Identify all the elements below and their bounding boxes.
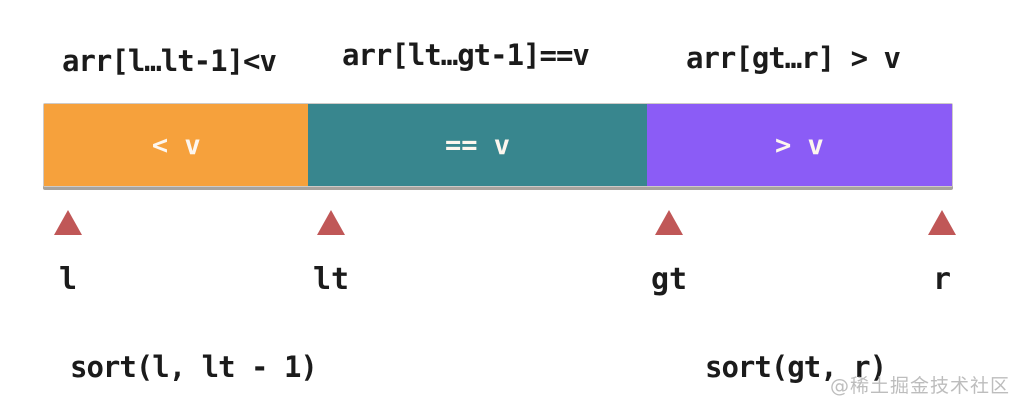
pointer-triangle-lt-icon: [317, 210, 345, 235]
sort-call-right: sort(gt, r): [705, 350, 887, 384]
pointer-label-l: l: [58, 262, 78, 297]
segment-less-than: < v: [44, 104, 309, 186]
pointer-triangle-l-icon: [54, 210, 82, 235]
sort-call-left: sort(l, lt - 1): [70, 350, 318, 384]
pointer-triangle-r-icon: [928, 210, 956, 235]
range-formula-greater-than: arr[gt…r] > v: [686, 41, 901, 75]
array-bar: < v == v > v: [43, 103, 953, 187]
pointer-triangle-gt-icon: [655, 210, 683, 235]
segment-equal: == v: [308, 104, 647, 186]
range-formula-less-than: arr[l…lt-1]<v: [62, 44, 277, 78]
range-formula-equal: arr[lt…gt-1]==v: [342, 38, 590, 72]
pointer-label-gt: gt: [650, 262, 688, 297]
segment-greater-than: > v: [646, 104, 952, 186]
pointer-label-lt: lt: [312, 262, 350, 297]
pointer-label-r: r: [932, 262, 952, 297]
community-watermark: @稀土掘金技术社区: [829, 375, 1010, 397]
